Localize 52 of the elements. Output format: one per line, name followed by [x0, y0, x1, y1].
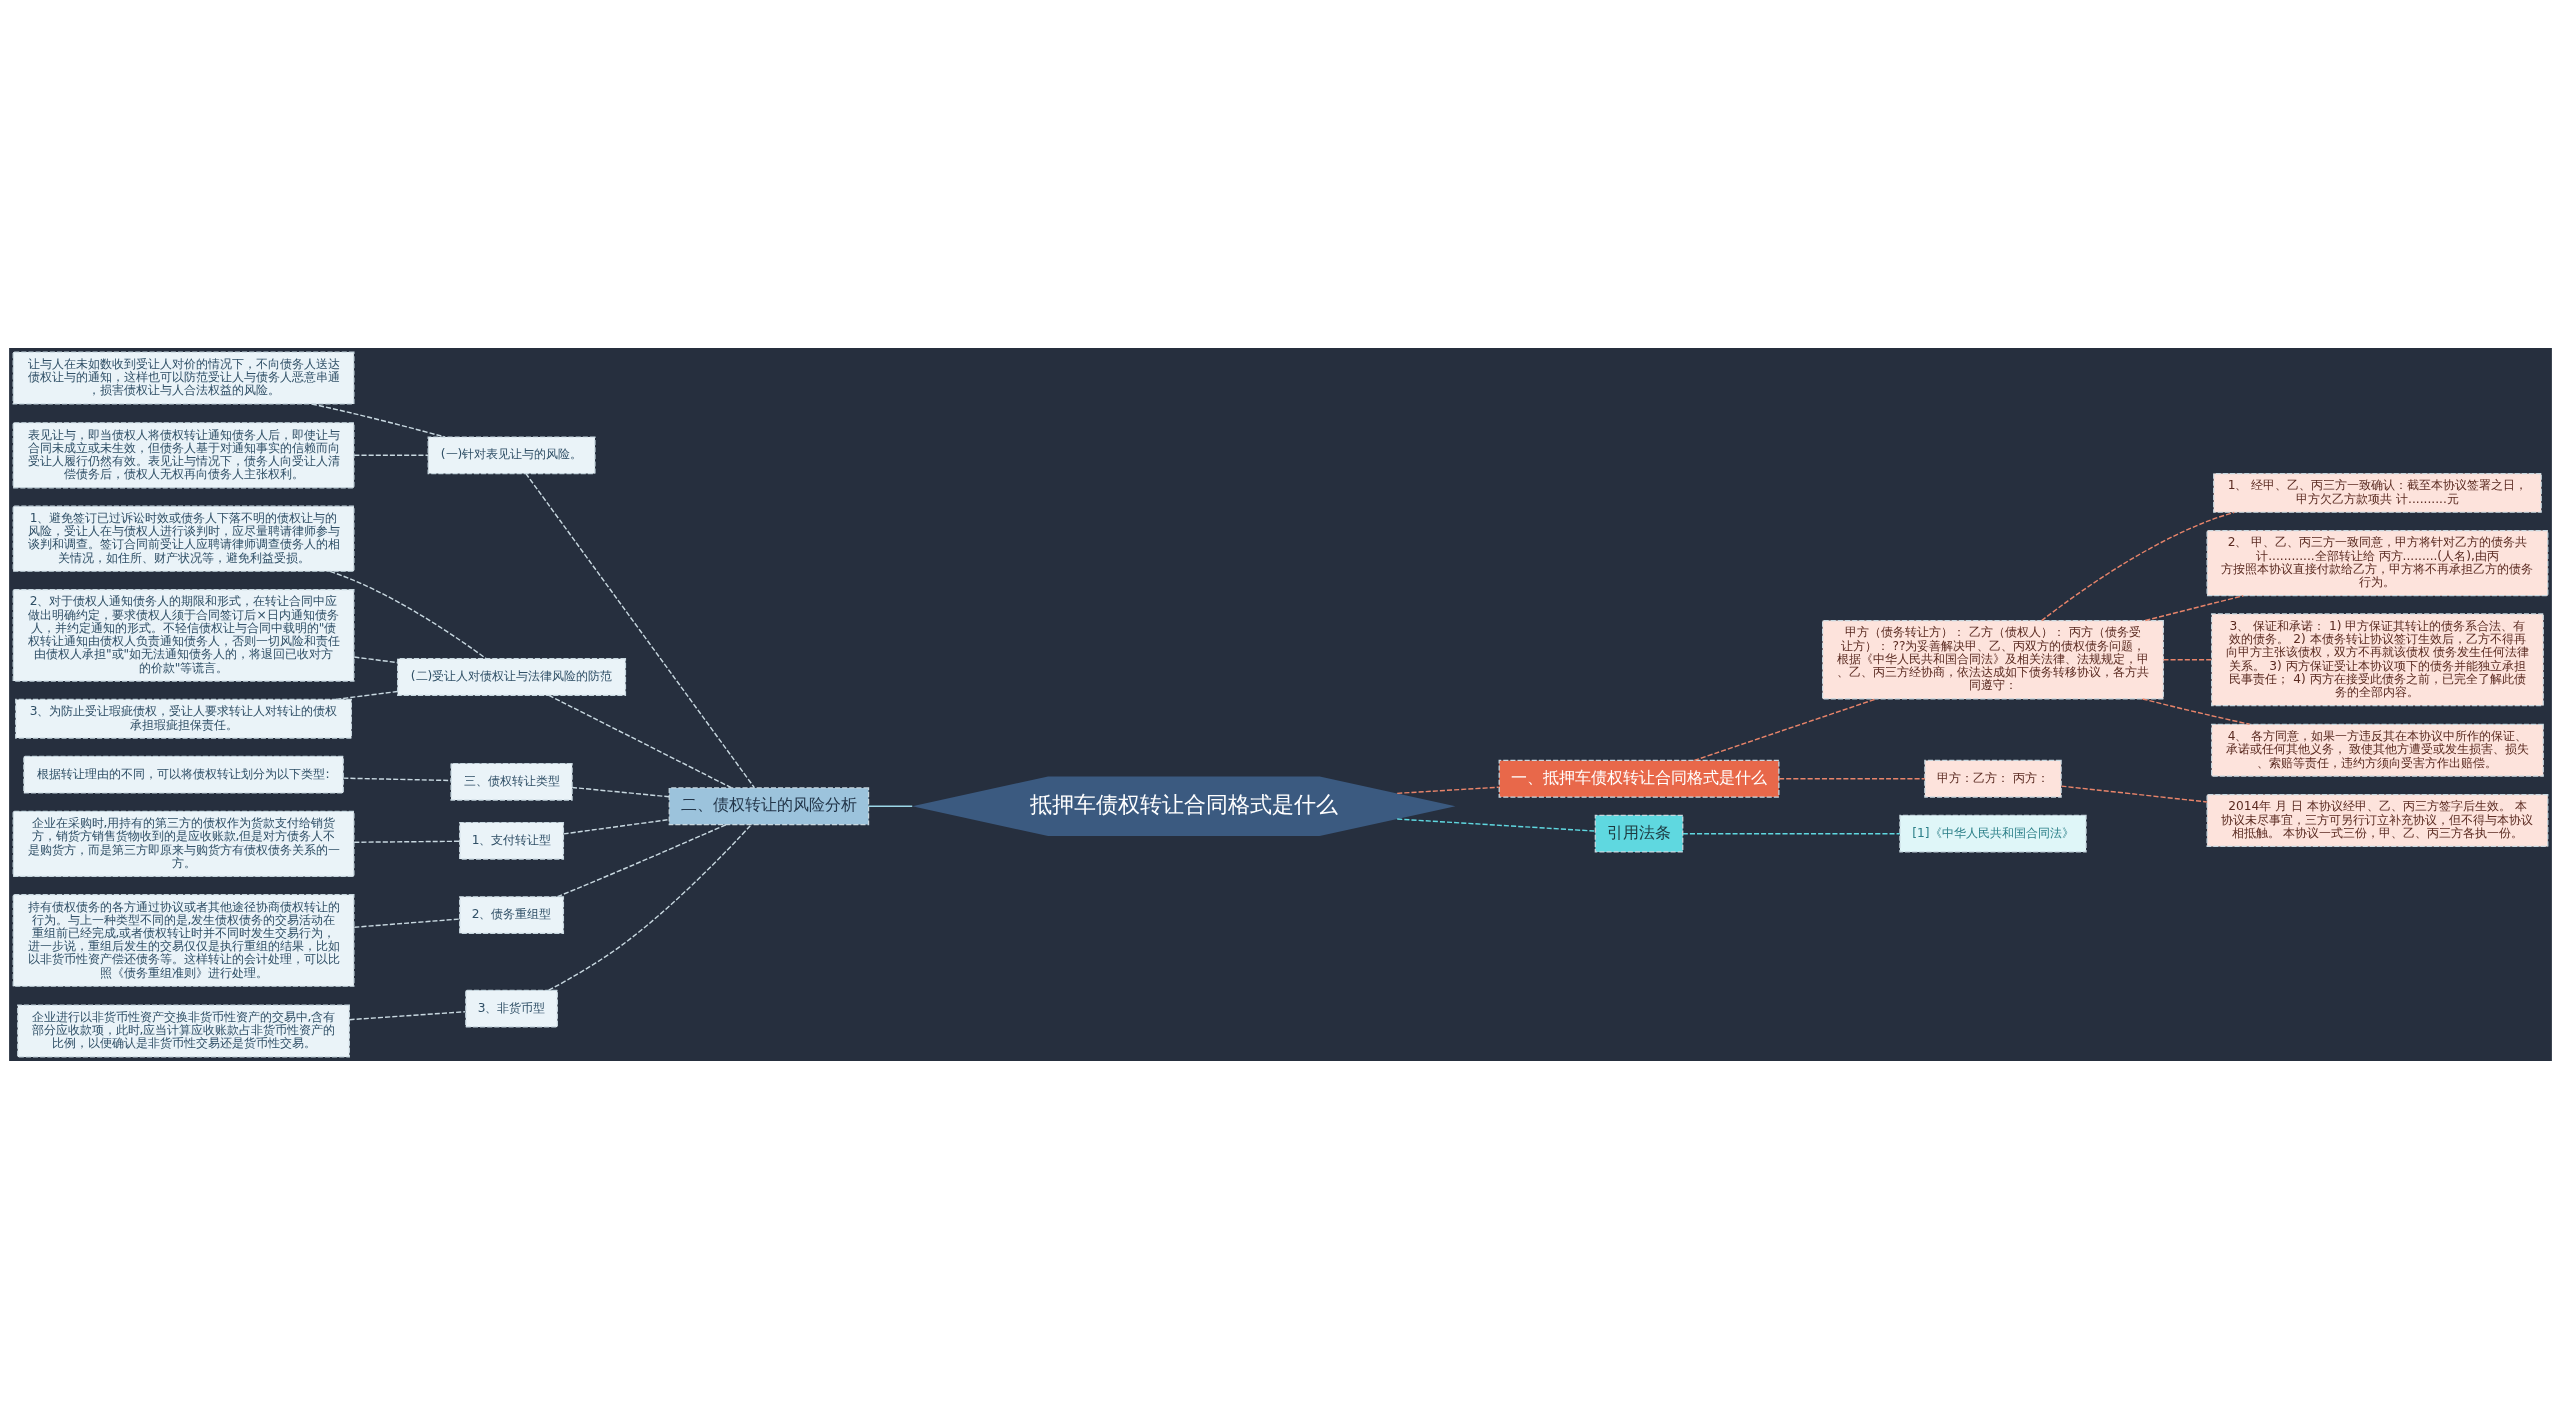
node-box: 3、 保证和承诺： 1) 甲方保证其转让的债务系合法、有效的债务。 2) 本债务转让协议签订生效后，乙方不得再向甲方主张该债权，双方不再就该债权 债务发生任何法律关系。 3) 丙方保证受让本协议项下的债务并能独立承担民事责任； 4) 丙方在接受此债务之前，已完全了解此债务的全部内容。	[2210, 613, 2544, 707]
connector	[348, 1011, 466, 1021]
connector	[1777, 778, 1926, 780]
node-box: 让与人在未如数收到受让人对价的情况下，不向债务人送达债权让与的通知，这样也可以防范受让人与债务人恶意串通，损害债权让与人合法权益的风险。	[12, 351, 355, 405]
connector	[547, 824, 752, 991]
connector	[1693, 698, 1877, 762]
node-box: (一)针对表见让与的风险。	[427, 436, 596, 475]
node-box: 2、 甲、乙、丙三方一致同意，甲方将针对乙方的债务共计............全部转让给 丙方.........(人名),由丙方按照本协议直接付款给乙方，甲方将不再承担乙方的债务行为。	[2206, 529, 2548, 597]
node-box: 2、对于债权人通知债务人的期限和形式，在转让合同中应做出明确约定，要求债权人须于合同签订后×日内通知债务人，并约定通知的形式。不轻信债权让与合同中载明的"债权转让通知由债权人负责通知债务人，否则一切风险和责任由债权人承担"或"如无法通知债务人的，将退回已收对方的价款"等谎言。	[12, 588, 355, 682]
connector	[570, 786, 670, 798]
connector	[547, 694, 732, 789]
connector	[2141, 698, 2250, 725]
node-box: (二)受让人对债权让与法律风险的防范	[396, 658, 626, 696]
node-box: 1、避免签订已过诉讼时效或债务人下落不明的债权让与的风险，受让人在与债权人进行谈判时，应尽量聘请律师参与谈判和调查。签订合同前受让人应聘请律师调查债务人的相关情况，如住所、财产状况等，避免利益受损。	[12, 505, 355, 572]
connector	[353, 656, 398, 664]
connector	[353, 454, 429, 456]
node-box: 甲方（债务转让方）： 乙方（债权人）： 丙方（债务受让方）： ??为妥善解决甲、乙、丙双方的债权债务问题，根据《中华人民共和国合同法》及相关法律、法规规定，甲、乙、丙三方经协商，依法达成如下债务转移协议，各方共同遵守：	[1821, 620, 2164, 700]
connector	[1396, 818, 1596, 832]
node-box: 企业在采购时,用持有的第三方的债权作为货款支付给销货方，销货方销售货物收到的是应收账款,但是对方债务人不是购货方，而是第三方即原来与购货方有债权债务关系的一方。	[12, 810, 355, 877]
node-box: 3、为防止受让瑕疵债权，受让人要求转让人对转让的债权承担瑕疵担保责任。	[14, 698, 352, 739]
node-box: 4、 各方同意，如果一方违反其在本协议中所作的保证、承诺或任何其他义务， 致使其他方遭受或发生损害、损失、索赔等责任，违约方须向受害方作出赔偿。	[2210, 723, 2544, 777]
node-box: 三、债权转让类型	[449, 762, 573, 801]
node-box: 甲方：乙方： 丙方：	[1923, 759, 2062, 798]
connector	[328, 570, 487, 660]
connector	[2162, 659, 2212, 661]
node-box: 一、抵押车债权转让合同格式是什么	[1498, 759, 1779, 798]
connector	[1396, 786, 1500, 795]
node-box: 3、非货币型	[464, 989, 558, 1028]
connector	[353, 840, 460, 843]
connector	[310, 403, 446, 438]
node-box: 引用法条	[1594, 814, 1683, 853]
node-box: 二、债权转让的风险分析	[668, 787, 869, 826]
node-box: 持有债权债务的各方通过协议或者其他途径协商债权转让的行为。与上一种类型不同的是,发生债权债务的交易活动在重组前已经完成,或者债权转让时并不同时发生交易行为，进一步说，重组后发生的交易仅仅是执行重组的结果，比如以非货币性资产偿还债务等。这样转让的会计处理，可以比照《债务重组准则》进行处理。	[12, 894, 355, 987]
connector	[524, 472, 755, 789]
connector	[1681, 832, 1900, 835]
connector	[556, 823, 727, 898]
node-box: 根据转让理由的不同，可以将债权转让划分为以下类型:	[22, 755, 344, 794]
connector	[334, 690, 398, 701]
node-box: 2、债务重组型	[458, 896, 564, 934]
node-box: 1、 经甲、乙、丙三方一致确认：截至本协议签署之日，甲方欠乙方款项共 计..........元	[2212, 473, 2542, 513]
connector	[562, 818, 670, 835]
node-box: 1、支付转让型	[458, 821, 564, 860]
connector	[2060, 785, 2208, 803]
node-box: 企业进行以非货币性资产交换非货币性资产的交易中,含有部分应收款项，此时,应当计算应收账款占非货币性资产的比例，以便确认是非货币性交易还是货币性交易。	[16, 1004, 350, 1058]
connector	[353, 918, 460, 928]
connector	[342, 777, 452, 782]
connector	[2040, 511, 2235, 622]
connector	[2144, 595, 2244, 622]
node-box: 2014年 月 日 本协议经甲、乙、丙三方签字后生效。 本协议未尽事宜，三方可另行订立补充协议，但不得与本协议相抵触。 本协议一式三份，甲、乙、丙三方各执一份。	[2206, 793, 2548, 847]
node-box: 表见让与，即当债权人将债权转让通知债务人后，即使让与合同未成立或未生效，但债务人基于对通知事实的信赖而向受让人履行仍然有效。表见让与情况下，债务人向受让人清偿债务后，债权人无权再向债务人主张权利。	[12, 422, 355, 489]
connector	[867, 805, 913, 807]
node-box: [1]《中华人民共和国合同法》	[1898, 814, 2087, 853]
